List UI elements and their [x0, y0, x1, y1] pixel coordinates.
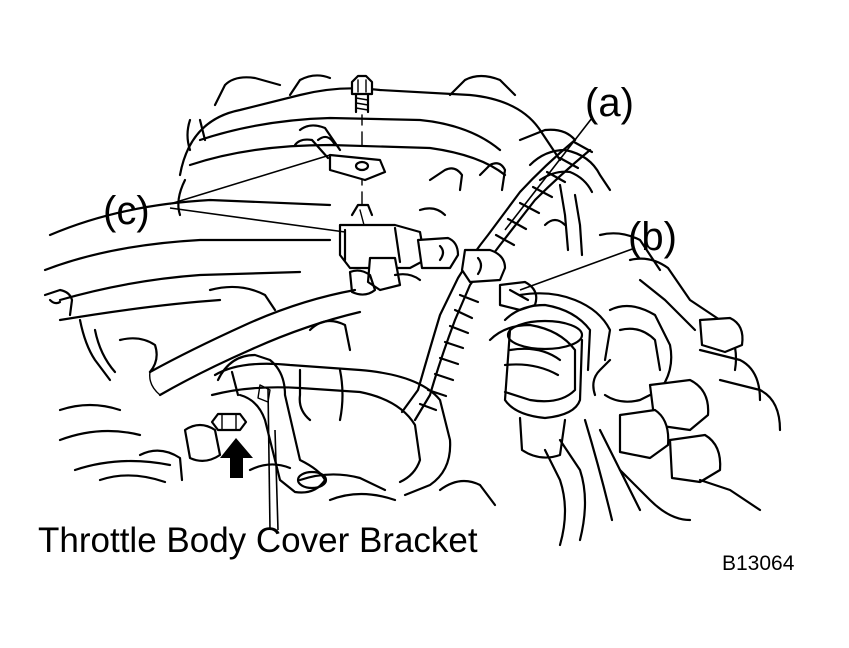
callout-c-label: (c)	[103, 189, 150, 233]
bolt-top	[350, 74, 374, 206]
intake-runners-left	[43, 198, 332, 472]
caption-label: Throttle Body Cover Bracket	[38, 521, 478, 560]
air-hose-left	[148, 288, 452, 497]
throttle-body	[503, 319, 587, 547]
callout-c-leaders	[169, 154, 346, 233]
callout-a-leader	[504, 117, 593, 231]
callout-b-leader	[519, 247, 636, 291]
vacuum-hose-top	[528, 148, 612, 257]
engine-lower-left	[98, 319, 497, 507]
callout-a-label: (a)	[585, 81, 634, 125]
caption-leaders	[267, 387, 279, 531]
callout-b-label: (b)	[628, 215, 677, 259]
engine-right-side	[583, 232, 782, 522]
hose-connector-b	[460, 248, 612, 403]
bolt-icon	[210, 412, 248, 432]
figure-id-label: B13064	[722, 552, 795, 575]
up-arrow-icon	[220, 438, 253, 478]
hose-clamp-bracket	[293, 124, 387, 182]
intake-manifold-outline	[177, 74, 577, 217]
vsv-connector	[338, 203, 460, 296]
